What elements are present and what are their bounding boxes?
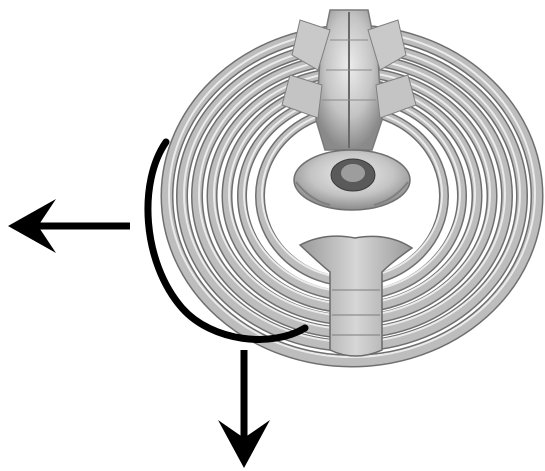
lateral-expansion-arrow bbox=[8, 199, 130, 253]
anterior-expansion-arrow bbox=[218, 350, 270, 468]
vertebral-body bbox=[294, 150, 410, 210]
